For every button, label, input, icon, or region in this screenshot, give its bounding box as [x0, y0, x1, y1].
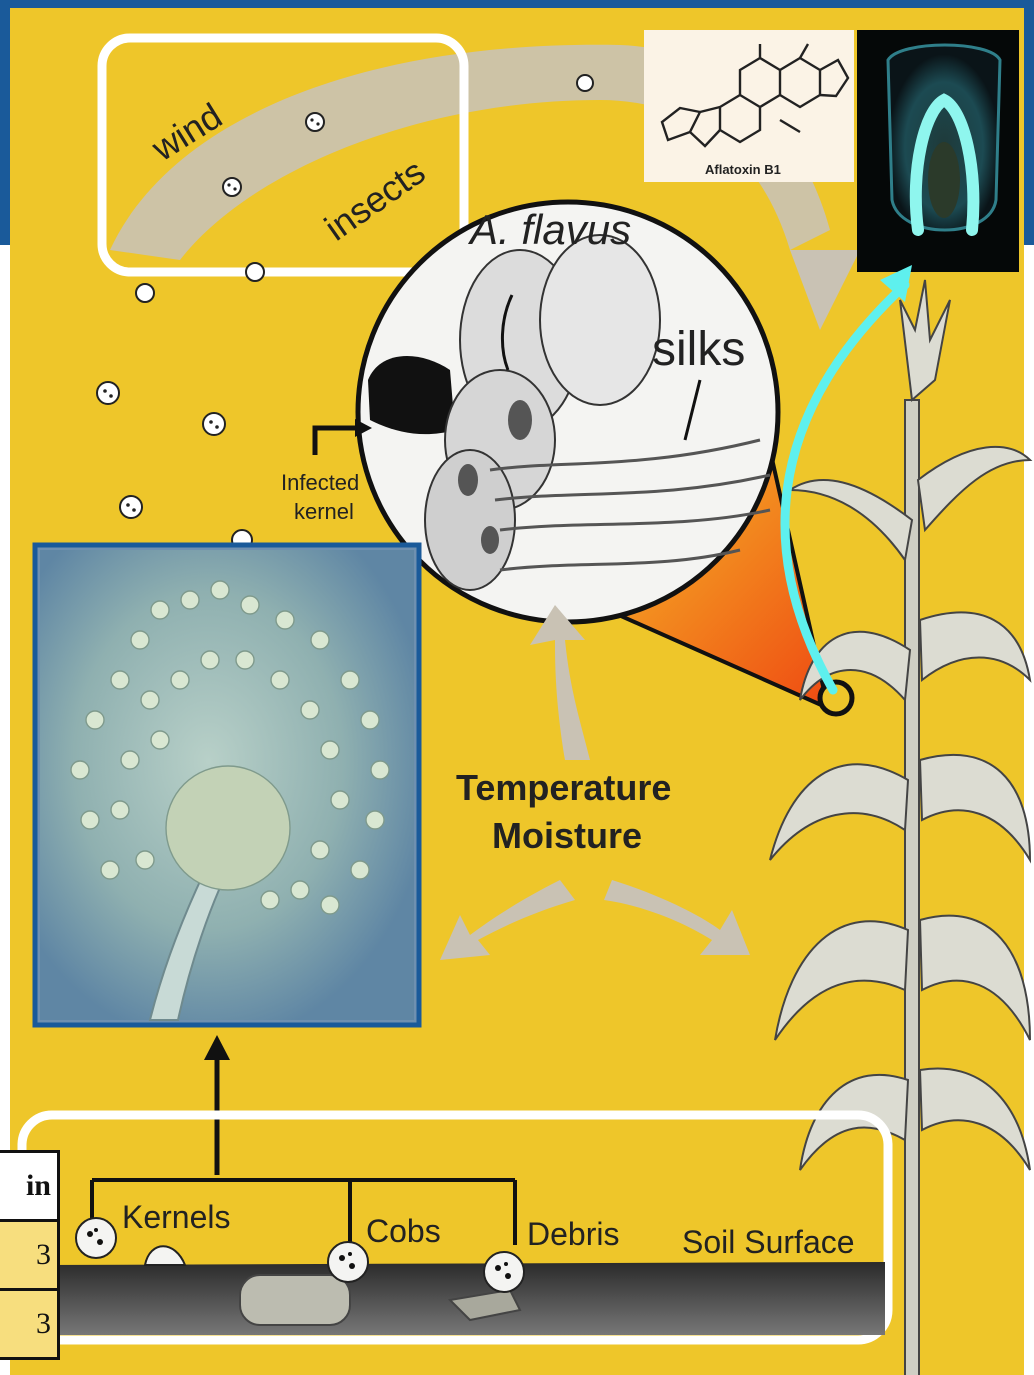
spore-icon	[203, 413, 225, 435]
temperature-label: Temperature	[456, 767, 671, 808]
aflatoxin-label: Aflatoxin B1	[705, 162, 781, 177]
infected-kernel-label-2: kernel	[294, 499, 354, 524]
kernels-label: Kernels	[122, 1199, 231, 1235]
spore-icon	[223, 178, 241, 196]
conidiophore-micrograph	[35, 545, 419, 1025]
infected-kernel-label-1: Infected	[281, 470, 359, 495]
aflatoxin-structure: Aflatoxin B1	[644, 30, 854, 182]
table-row: 3	[0, 1290, 59, 1359]
moisture-label: Moisture	[492, 815, 642, 856]
soil-surface-label: Soil Surface	[682, 1224, 855, 1260]
table-row: 3	[0, 1221, 59, 1290]
spore-icon	[136, 284, 154, 302]
table-header-cell: in	[0, 1152, 59, 1221]
table-fragment: in 3 3	[0, 1150, 60, 1360]
spore-icon	[306, 113, 324, 131]
debris-label: Debris	[527, 1216, 619, 1252]
cobs-label: Cobs	[366, 1213, 441, 1249]
silks-label: silks	[652, 323, 745, 376]
spore-icon	[577, 75, 593, 91]
uv-kernel-photo	[857, 30, 1019, 272]
infected-debris-icon	[484, 1252, 524, 1292]
a-flavus-label: A. flavus	[467, 206, 631, 253]
spore-icon	[97, 382, 119, 404]
spore-icon	[246, 263, 264, 281]
spore-icon	[120, 496, 142, 518]
infected-cob-icon	[328, 1242, 368, 1282]
table-cell: 3	[0, 1221, 59, 1290]
infected-kernel-icon	[76, 1218, 116, 1258]
table-cell: 3	[0, 1290, 59, 1359]
table-header-row: in	[0, 1152, 59, 1221]
